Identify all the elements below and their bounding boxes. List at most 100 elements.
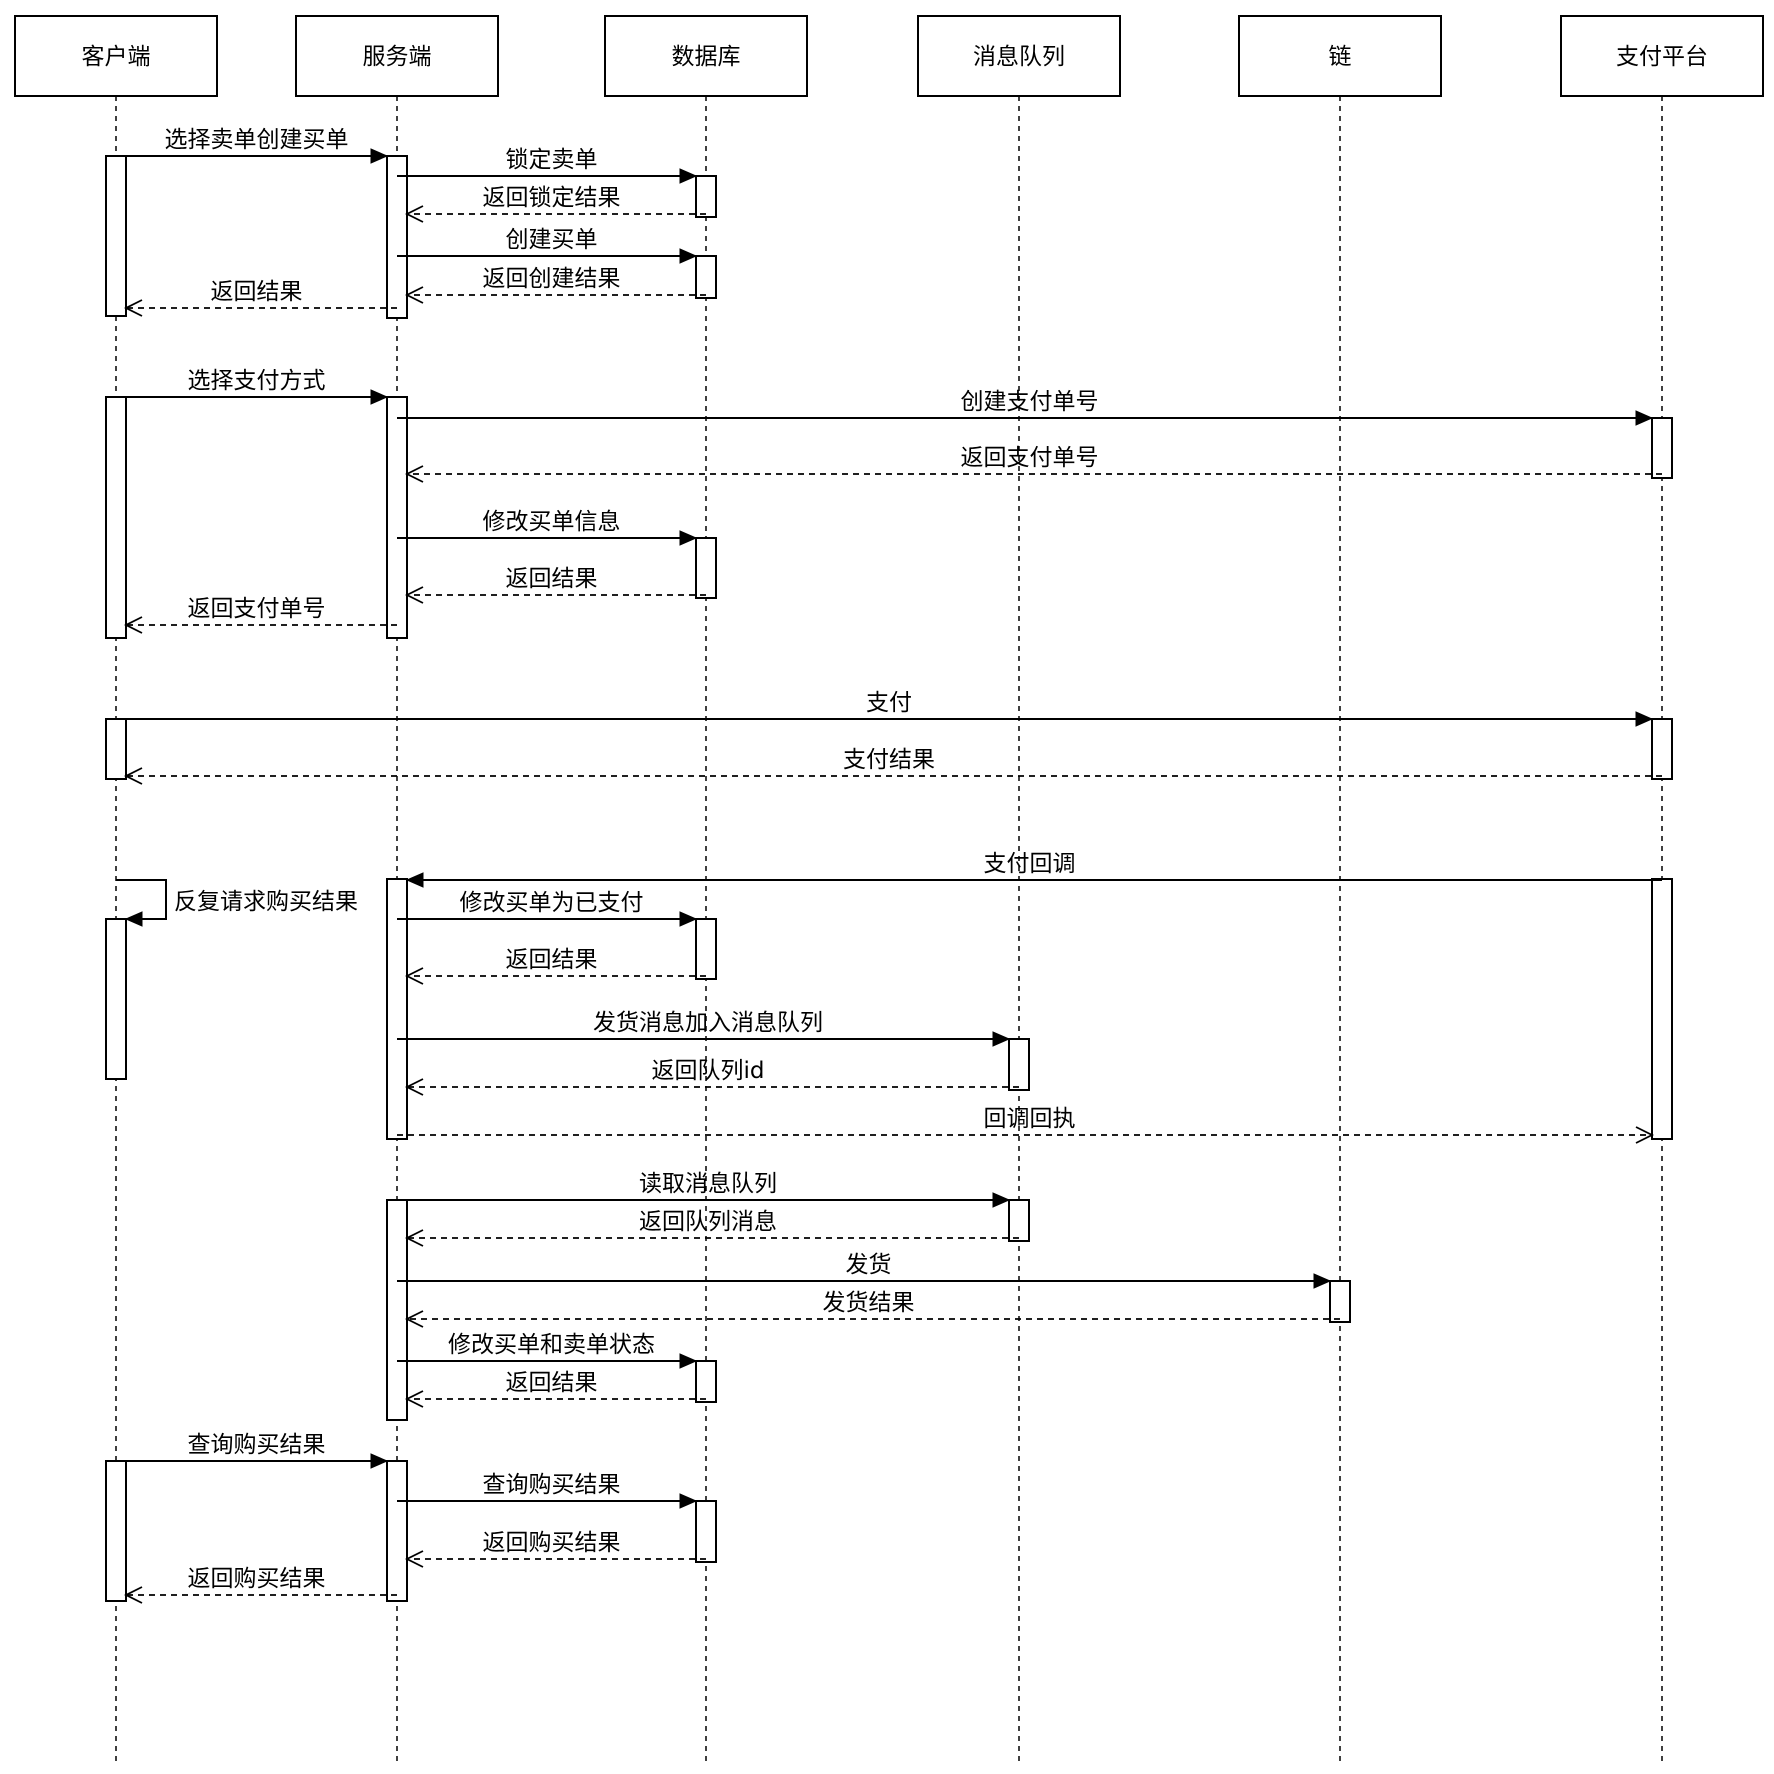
activation-chain-17 [1329, 1280, 1351, 1323]
message-label: 返回支付单号 [188, 596, 326, 622]
message-14: 支付回调 [405, 851, 1662, 888]
arrowhead [404, 1310, 424, 1328]
message-label: 发货结果 [823, 1290, 915, 1316]
participant-label-server: 服务端 [363, 44, 432, 70]
arrowhead [679, 530, 698, 546]
message-label: 返回结果 [211, 279, 303, 305]
participant-box-pay [1560, 15, 1764, 97]
participant-label-mq: 消息队列 [973, 44, 1065, 70]
arrowhead [404, 1078, 424, 1096]
activation-db-21 [695, 1500, 717, 1563]
activation-pay-9 [1651, 718, 1673, 780]
message-label: 选择支付方式 [188, 368, 326, 394]
message-0: 选择卖单创建买单 [116, 127, 389, 164]
participant-box-client [14, 15, 218, 97]
arrowhead [679, 168, 698, 184]
arrowhead [679, 911, 698, 927]
activation-db-7 [695, 537, 717, 599]
participant-box-db [604, 15, 808, 97]
arrowhead [404, 286, 424, 304]
participant-label-chain: 链 [1329, 44, 1352, 70]
message-3: 创建买单 [397, 227, 698, 264]
message-20: 回调回执 [397, 1106, 1655, 1144]
arrowhead [679, 1353, 698, 1369]
activation-client-0 [105, 155, 127, 317]
message-label: 返回购买结果 [188, 1566, 326, 1592]
arrowhead [1635, 410, 1654, 426]
message-8: 返回支付单号 [404, 445, 1662, 483]
message-label: 支付结果 [843, 747, 935, 773]
participant-label-pay: 支付平台 [1616, 44, 1708, 70]
activation-db-18 [695, 1360, 717, 1403]
message-label: 返回结果 [506, 947, 598, 973]
arrowhead [123, 299, 143, 317]
arrowhead [404, 1390, 424, 1408]
message-25: 修改买单和卖单状态 [397, 1332, 698, 1369]
participant-label-db: 数据库 [672, 44, 741, 70]
message-15: 反复请求购买结果 [116, 879, 358, 927]
message-30: 返回购买结果 [123, 1566, 397, 1604]
message-label: 选择卖单创建买单 [165, 127, 349, 153]
message-label: 查询购买结果 [188, 1432, 326, 1458]
arrowhead [404, 586, 424, 604]
message-label: 读取消息队列 [639, 1171, 777, 1197]
message-label: 创建买单 [506, 227, 598, 253]
arrowhead [123, 616, 143, 634]
message-2: 返回锁定结果 [404, 185, 706, 223]
arrowhead [679, 1493, 698, 1509]
activation-client-19 [105, 1460, 127, 1602]
arrowhead [1635, 1126, 1655, 1144]
message-19: 返回队列id [404, 1058, 1019, 1096]
message-7: 创建支付单号 [397, 389, 1654, 426]
message-label: 修改买单信息 [483, 509, 621, 535]
activation-mq-14 [1008, 1038, 1030, 1091]
activations [105, 155, 1673, 1602]
message-label: 发货消息加入消息队列 [593, 1010, 823, 1036]
arrowhead [679, 248, 698, 264]
message-label: 返回结果 [506, 566, 598, 592]
lifelines [115, 96, 1663, 1762]
activation-server-15 [386, 1199, 408, 1421]
arrowhead [124, 911, 143, 927]
message-label: 回调回执 [984, 1106, 1076, 1132]
participants: 客户端服务端数据库消息队列链支付平台 [14, 15, 1764, 97]
messages: 选择卖单创建买单锁定卖单返回锁定结果创建买单返回创建结果返回结果选择支付方式创建… [116, 127, 1662, 1604]
activation-server-10 [386, 878, 408, 1140]
message-label: 查询购买结果 [483, 1472, 621, 1498]
message-23: 发货 [397, 1252, 1332, 1289]
message-label: 返回购买结果 [483, 1530, 621, 1556]
message-label: 锁定卖单 [506, 147, 598, 173]
message-6: 选择支付方式 [116, 368, 389, 405]
message-26: 返回结果 [404, 1370, 706, 1408]
message-label: 支付 [866, 690, 912, 716]
activation-db-3 [695, 255, 717, 299]
message-5: 返回结果 [123, 279, 397, 317]
message-18: 发货消息加入消息队列 [397, 1010, 1011, 1047]
arrowhead [370, 389, 389, 405]
activation-pay-6 [1651, 417, 1673, 479]
arrowhead [992, 1031, 1011, 1047]
activation-db-2 [695, 175, 717, 218]
message-1: 锁定卖单 [397, 147, 698, 184]
participant-box-server [295, 15, 499, 97]
arrowhead [1313, 1273, 1332, 1289]
message-11: 返回支付单号 [123, 596, 397, 634]
participant-box-chain [1238, 15, 1442, 97]
arrowhead [404, 465, 424, 483]
message-label: 发货 [846, 1252, 892, 1278]
arrowhead [370, 1453, 389, 1469]
message-label: 创建支付单号 [961, 389, 1099, 415]
message-label: 返回结果 [506, 1370, 598, 1396]
message-label: 修改买单为已支付 [460, 890, 644, 916]
message-label: 反复请求购买结果 [174, 889, 358, 915]
message-label: 返回锁定结果 [483, 185, 621, 211]
activation-client-4 [105, 396, 127, 639]
activation-mq-16 [1008, 1199, 1030, 1242]
message-10: 返回结果 [404, 566, 706, 604]
message-13: 支付结果 [123, 747, 1662, 785]
message-29: 返回购买结果 [404, 1530, 706, 1568]
arrowhead [123, 767, 143, 785]
activation-db-13 [695, 918, 717, 980]
message-21: 读取消息队列 [397, 1171, 1011, 1208]
activation-server-1 [386, 155, 408, 319]
